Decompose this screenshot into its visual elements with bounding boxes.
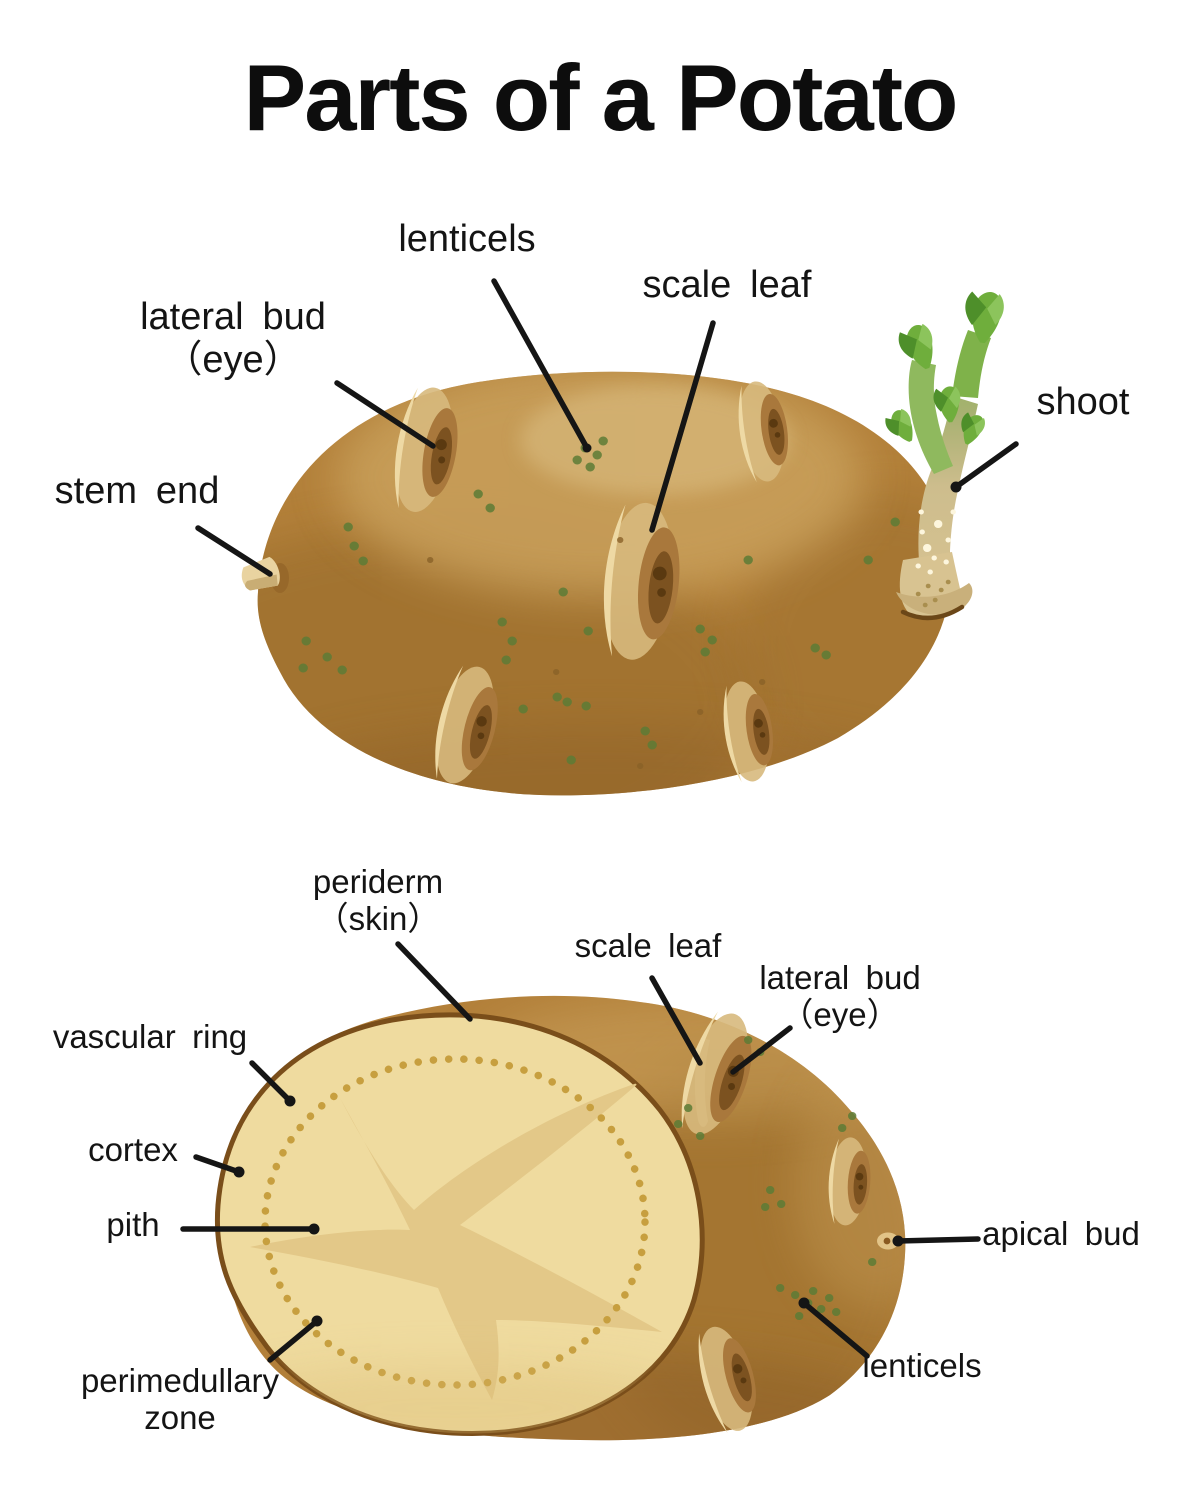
label-apical-bud: apical bud (982, 1215, 1140, 1252)
label-cortex: cortex (88, 1131, 178, 1168)
label-periderm: periderm （skin） (312, 863, 444, 937)
leader-vascular-ring (249, 1060, 293, 1104)
label-scale-leaf-bottom: scale leaf (574, 927, 722, 964)
shoot-stem (918, 396, 978, 602)
leader-stem-end (195, 525, 273, 577)
bottom-potato-illustration (214, 995, 906, 1441)
label-perimedullary-zone: perimedullary zone (80, 1362, 280, 1436)
label-scale-leaf-top: scale leaf (642, 264, 812, 306)
label-stem-end: stem end (54, 470, 220, 512)
shoot-base-dots (915, 579, 951, 608)
label-lateral-bud-bottom: lateral bud （eye） (759, 959, 921, 1033)
leader-lines (180, 278, 1019, 1363)
label-vascular-ring: vascular ring (52, 1018, 248, 1055)
leader-lenticels-top (491, 278, 590, 451)
leader-scale-leaf-top (649, 320, 716, 533)
leader-lateral-bud-bottom (730, 1025, 793, 1075)
shoot-branch-left (908, 360, 953, 474)
small-speckles-top (427, 537, 766, 769)
apical-bud-illustration (877, 1232, 899, 1250)
shoot-illustration (882, 288, 1006, 621)
page-title: Parts of a Potato (243, 45, 959, 150)
leader-lenticels-bottom (801, 1300, 870, 1359)
pith-star (250, 1082, 662, 1400)
top-potato-shading (257, 371, 952, 796)
leader-apical-bud (895, 1236, 981, 1244)
leader-lateral-bud-top (334, 380, 436, 449)
leader-dots (233, 443, 962, 1327)
leader-scale-leaf-bottom (649, 975, 703, 1066)
label-shoot: shoot (1036, 381, 1130, 423)
leader-cortex (193, 1154, 242, 1175)
shoot-speckles (915, 509, 956, 575)
label-lenticels-bottom: lenticels (862, 1347, 982, 1384)
leader-shoot (953, 441, 1019, 490)
leader-perimedullary (267, 1318, 320, 1363)
label-pith: pith (106, 1206, 160, 1243)
label-lateral-bud-top: lateral bud （eye） (140, 296, 326, 381)
top-potato-illustration (241, 371, 952, 796)
label-lenticels-top: lenticels (398, 218, 536, 260)
shoot-branch-right (952, 330, 991, 398)
leader-periderm (395, 941, 473, 1022)
lenticel-speckles-bottom (674, 1036, 877, 1320)
